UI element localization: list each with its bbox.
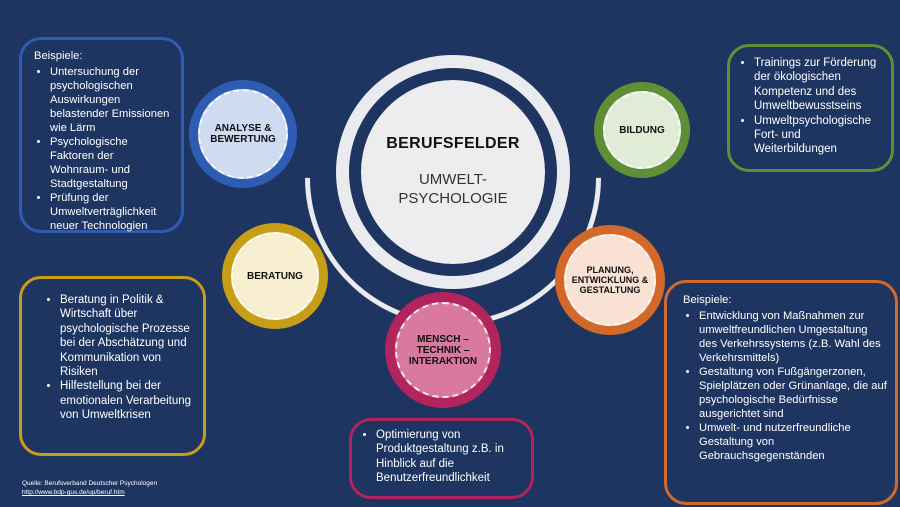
- circle-mensch-line2: TECHNIK –: [416, 344, 470, 356]
- box-analyse: Beispiele: Untersuchung der psychologisc…: [19, 37, 184, 233]
- center-title: BERUFSFELDER: [386, 135, 520, 153]
- box-analyse-item: Untersuchung der psychologischen Auswirk…: [50, 65, 173, 135]
- box-bildung-item: Umweltpsychologische Fort- und Weiterbil…: [754, 114, 883, 157]
- source-link[interactable]: http://www.bdp-gus.de/up/beruf.htm: [22, 489, 125, 497]
- box-analyse-item: Prüfung der Umweltverträglichkeit neuer …: [50, 191, 173, 233]
- box-planung: Beispiele: Entwicklung von Maßnahmen zur…: [664, 280, 898, 505]
- center-circle: BERUFSFELDER UMWELT- PSYCHOLOGIE: [336, 55, 570, 289]
- center-subtitle-2: PSYCHOLOGIE: [398, 190, 508, 207]
- circle-beratung-line1: BERATUNG: [247, 270, 303, 282]
- circle-planung: PLANUNG, ENTWICKLUNG & GESTALTUNG: [555, 225, 665, 335]
- box-beratung-item: Beratung in Politik & Wirtschaft über ps…: [60, 293, 193, 379]
- box-analyse-title: Beispiele:: [34, 50, 83, 62]
- box-mensch-item: Optimierung von Produktgestaltung z.B. i…: [376, 428, 521, 486]
- circle-mensch-line1: MENSCH –: [417, 333, 469, 345]
- circle-beratung: BERATUNG: [222, 223, 328, 329]
- circle-planung-line3: GESTALTUNG: [579, 285, 641, 295]
- box-mensch: Optimierung von Produktgestaltung z.B. i…: [349, 418, 534, 499]
- circle-planung-line2: ENTWICKLUNG &: [571, 275, 649, 285]
- box-beratung: Beratung in Politik & Wirtschaft über ps…: [19, 276, 206, 456]
- circle-analyse-line1: ANALYSE &: [214, 123, 272, 134]
- circle-analyse-line2: BEWERTUNG: [210, 134, 276, 145]
- circle-planung-line1: PLANUNG,: [586, 265, 634, 275]
- source-note: Quelle: Berufsverband Deutscher Psycholo…: [22, 479, 157, 497]
- circle-bildung: BILDUNG: [594, 82, 690, 178]
- box-bildung-item: Trainings zur Förderung der ökologischen…: [754, 56, 883, 114]
- circle-mensch: MENSCH – TECHNIK – INTERAKTION: [385, 292, 501, 408]
- box-planung-item: Gestaltung von Fußgängerzonen, Spielplät…: [699, 365, 887, 421]
- box-planung-item: Entwicklung von Maßnahmen zur umweltfreu…: [699, 309, 887, 365]
- circle-analyse: ANALYSE & BEWERTUNG: [189, 80, 297, 188]
- circle-mensch-line3: INTERAKTION: [408, 355, 478, 367]
- box-planung-title: Beispiele:: [683, 294, 732, 306]
- box-planung-item: Umwelt- und nutzerfreundliche Gestaltung…: [699, 421, 887, 463]
- box-bildung: Trainings zur Förderung der ökologischen…: [727, 44, 894, 172]
- box-analyse-item: Psychologische Faktoren der Wohnraum- un…: [50, 135, 173, 191]
- box-beratung-item: Hilfestellung bei der emotionalen Verarb…: [60, 379, 193, 422]
- center-subtitle-1: UMWELT-: [418, 171, 488, 189]
- circle-bildung-line1: BILDUNG: [619, 124, 665, 136]
- source-label: Quelle: Berufsverband Deutscher Psycholo…: [22, 480, 158, 487]
